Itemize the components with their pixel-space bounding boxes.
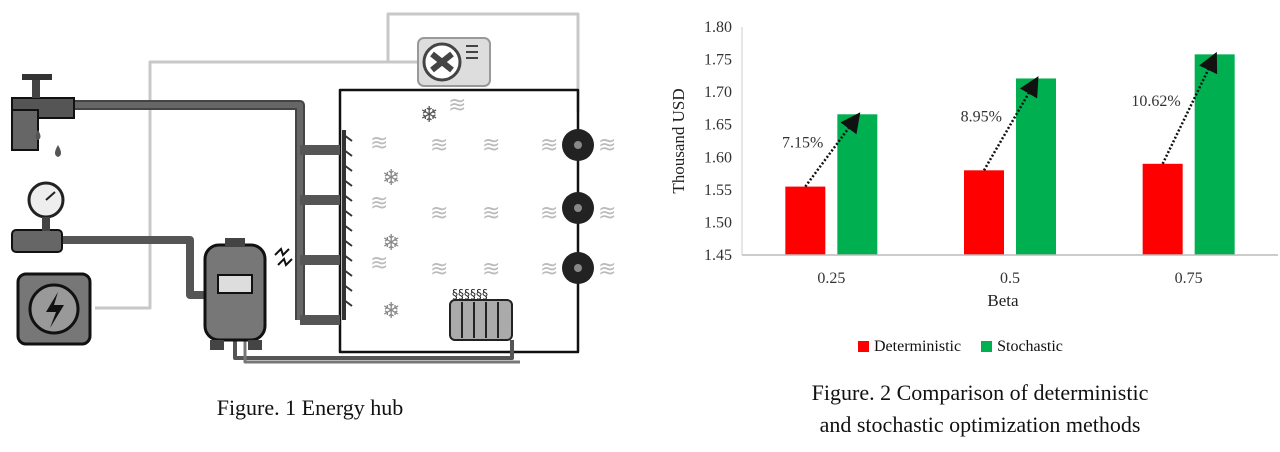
bar-stochastic [1016, 78, 1056, 255]
svg-text:≋: ≋ [598, 201, 616, 226]
svg-text:≋: ≋ [370, 131, 388, 156]
lightning-icon [16, 272, 92, 346]
radiator-icon: §§§§§§ [449, 287, 513, 341]
fan-coil-icons [562, 129, 594, 284]
air-conditioner-icon [417, 37, 491, 87]
bar-stochastic [837, 114, 878, 255]
svg-text:≋: ≋ [430, 257, 448, 282]
x-tick-label: 0.75 [1175, 270, 1203, 287]
legend-item-stochastic: Stochastic [981, 338, 1063, 356]
svg-text:❄: ❄ [382, 166, 400, 191]
figure1-caption: Figure. 1 Energy hub [216, 395, 404, 420]
airflow-icons: ≋≋≋≋ ≋≋≋ ≋≋≋ ≋≋≋ ≋≋≋ ❄❄❄❄ [370, 93, 616, 324]
svg-text:≋: ≋ [448, 93, 466, 118]
y-tick-label: 1.55 [704, 182, 732, 199]
svg-text:≋: ≋ [482, 133, 500, 158]
svg-text:❄: ❄ [382, 231, 400, 256]
x-tick-label: 0.5 [1000, 270, 1020, 287]
svg-text:≋: ≋ [370, 191, 388, 216]
figure2-caption: Figure. 2 Comparison of deterministic an… [750, 377, 1210, 441]
svg-text:≋: ≋ [598, 257, 616, 282]
y-tick-label: 1.65 [704, 117, 732, 134]
svg-text:≋: ≋ [430, 201, 448, 226]
wall-heater-icon [342, 130, 353, 320]
gas-pipe [60, 236, 210, 299]
bar-deterministic [964, 170, 1004, 255]
y-tick-label: 1.60 [704, 149, 732, 166]
legend-item-deterministic: Deterministic [858, 338, 961, 356]
figure2-caption-line2: and stochastic optimization methods [819, 412, 1141, 437]
x-axis-label: Beta [987, 291, 1019, 310]
y-tick-label: 1.45 [704, 247, 732, 264]
y-tick-label: 1.80 [704, 19, 732, 36]
increase-arrow [982, 76, 1039, 171]
svg-text:❄: ❄ [382, 299, 400, 324]
increase-percent-label: 10.62% [1131, 93, 1180, 110]
svg-text:≋: ≋ [482, 257, 500, 282]
x-tick-label: 0.25 [817, 270, 845, 287]
bar-deterministic [785, 186, 826, 255]
svg-text:≋: ≋ [598, 133, 616, 158]
svg-text:❄: ❄ [420, 103, 438, 128]
pressure-gauge-icon [11, 181, 65, 253]
water-tap-icon [11, 74, 75, 157]
bar-deterministic [1142, 163, 1183, 255]
svg-text:§§§§§§: §§§§§§ [452, 287, 488, 301]
svg-text:≋: ≋ [482, 201, 500, 226]
svg-text:≋: ≋ [540, 201, 558, 226]
increase-percent-label: 7.15% [782, 134, 823, 151]
electric-line [95, 60, 420, 310]
figure2-caption-line1: Figure. 2 Comparison of deterministic [811, 380, 1149, 405]
svg-text:≋: ≋ [370, 251, 388, 276]
svg-text:≋: ≋ [430, 133, 448, 158]
y-tick-label: 1.75 [704, 52, 732, 69]
increase-percent-label: 8.95% [961, 108, 1002, 125]
heating-branches [300, 145, 340, 325]
y-tick-label: 1.50 [704, 214, 732, 231]
y-tick-label: 1.70 [704, 84, 732, 101]
energy-hub-diagram: ≋≋≋≋ ≋≋≋ ≋≋≋ ≋≋≋ ≋≋≋ ❄❄❄❄ §§§§§§ [11, 12, 616, 364]
svg-text:≋: ≋ [540, 257, 558, 282]
y-axis-label: Thousand USD [669, 88, 688, 193]
electric-line-top [386, 12, 580, 112]
chp-unit-icon [203, 238, 293, 350]
chart-legend: Deterministic Stochastic [858, 338, 1063, 356]
svg-text:≋: ≋ [540, 133, 558, 158]
increase-arrow [804, 112, 861, 188]
bar-stochastic [1194, 54, 1235, 255]
